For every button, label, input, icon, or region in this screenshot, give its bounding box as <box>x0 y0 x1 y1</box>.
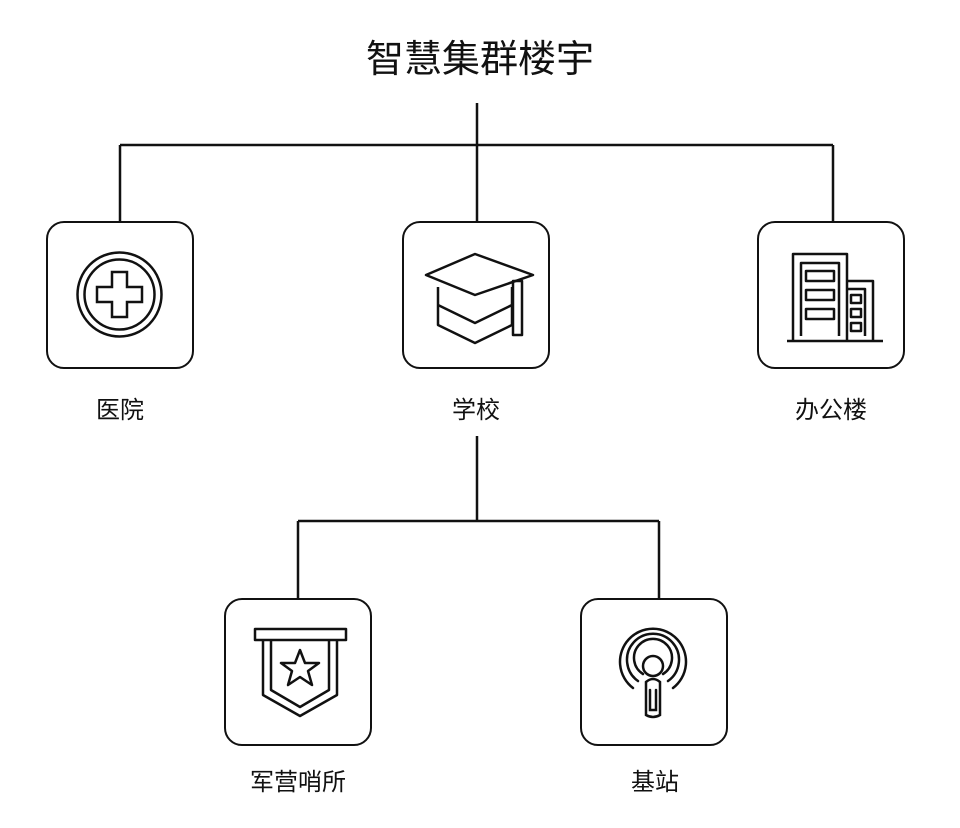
node-hospital-box <box>46 221 194 369</box>
hospital-cross-icon <box>76 251 163 338</box>
signal-tower-icon <box>618 627 688 719</box>
node-military-box <box>224 598 372 746</box>
diagram-title: 智慧集群楼宇 <box>365 37 594 81</box>
node-station-box <box>580 598 728 746</box>
node-label-school: 学校 <box>452 396 500 424</box>
node-label-office: 办公楼 <box>795 396 867 424</box>
node-label-station: 基站 <box>631 768 679 796</box>
military-badge-icon <box>253 627 348 718</box>
node-school-box <box>402 221 550 369</box>
node-label-hospital: 医院 <box>96 396 144 424</box>
node-office-box <box>757 221 905 369</box>
node-label-military: 军营哨所 <box>250 768 346 796</box>
graduation-cap-icon <box>424 252 535 345</box>
office-building-icon <box>787 252 883 343</box>
